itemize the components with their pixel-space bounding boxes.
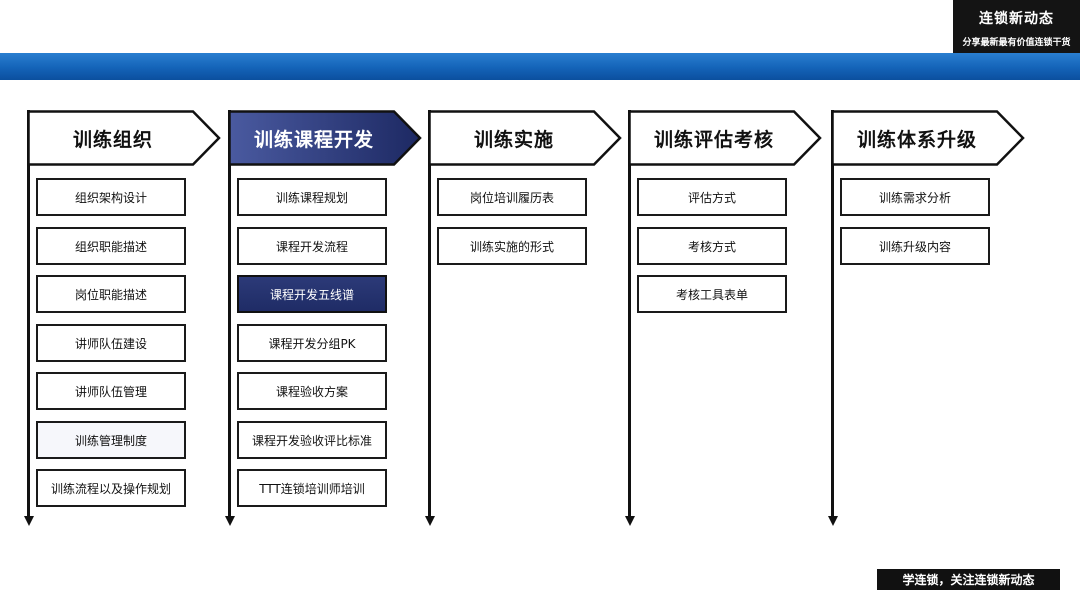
column-axis-line xyxy=(428,110,431,518)
column-title: 训练实施 xyxy=(473,128,554,151)
list-item-highlighted: 课程开发五线谱 xyxy=(237,275,387,313)
column-title: 训练组织 xyxy=(72,128,153,151)
list-item: 训练管理制度 xyxy=(36,421,186,459)
column-title: 训练课程开发 xyxy=(253,128,374,151)
column-title: 训练体系升级 xyxy=(856,128,977,151)
list-item: 组织架构设计 xyxy=(36,178,186,216)
column-training-organization: 训练组织 组织架构设计 组织职能描述 岗位职能描述 讲师队伍建设 讲师队伍管理 … xyxy=(23,110,222,530)
list-item: TTT连锁培训师培训 xyxy=(237,469,387,507)
list-item: 训练流程以及操作规划 xyxy=(36,469,186,507)
list-item: 讲师队伍管理 xyxy=(36,372,186,410)
list-item: 岗位职能描述 xyxy=(36,275,186,313)
list-item: 训练实施的形式 xyxy=(437,227,587,265)
header-arrow-shape xyxy=(27,110,221,166)
down-arrow-icon xyxy=(424,516,435,526)
header-arrow-shape xyxy=(428,110,622,166)
column-axis-line xyxy=(27,110,30,518)
list-item: 训练课程规划 xyxy=(237,178,387,216)
header-arrow-shape xyxy=(831,110,1025,166)
list-item: 课程开发验收评比标准 xyxy=(237,421,387,459)
list-item: 岗位培训履历表 xyxy=(437,178,587,216)
column-course-development: 训练课程开发 训练课程规划 课程开发流程 课程开发五线谱 课程开发分组PK 课程… xyxy=(224,110,423,530)
list-item: 课程开发分组PK xyxy=(237,324,387,362)
column-system-upgrade: 训练体系升级 训练需求分析 训练升级内容 xyxy=(827,110,1026,530)
list-item: 评估方式 xyxy=(637,178,787,216)
brand-subtitle: 分享最新最有价值连锁干货 xyxy=(962,38,1071,48)
list-item: 考核工具表单 xyxy=(637,275,787,313)
column-axis-line xyxy=(628,110,631,518)
list-item: 讲师队伍建设 xyxy=(36,324,186,362)
column-axis-line xyxy=(831,110,834,518)
brand-logo: 连锁新动态 分享最新最有价值连锁干货 xyxy=(953,0,1080,53)
top-banner xyxy=(0,53,1080,80)
list-item: 训练需求分析 xyxy=(840,178,990,216)
list-item: 考核方式 xyxy=(637,227,787,265)
down-arrow-icon xyxy=(827,516,838,526)
column-title: 训练评估考核 xyxy=(653,128,774,151)
list-item: 课程开发流程 xyxy=(237,227,387,265)
header-arrow-shape xyxy=(228,110,422,166)
brand-title: 连锁新动态 xyxy=(979,11,1054,27)
down-arrow-icon xyxy=(23,516,34,526)
down-arrow-icon xyxy=(624,516,635,526)
column-axis-line xyxy=(228,110,231,518)
list-item: 训练升级内容 xyxy=(840,227,990,265)
footer-slogan: 学连锁，关注连锁新动态 xyxy=(877,569,1060,590)
header-arrow-shape xyxy=(628,110,822,166)
down-arrow-icon xyxy=(224,516,235,526)
list-item: 组织职能描述 xyxy=(36,227,186,265)
column-training-implementation: 训练实施 岗位培训履历表 训练实施的形式 xyxy=(424,110,623,530)
column-evaluation-assessment: 训练评估考核 评估方式 考核方式 考核工具表单 xyxy=(624,110,823,530)
list-item: 课程验收方案 xyxy=(237,372,387,410)
